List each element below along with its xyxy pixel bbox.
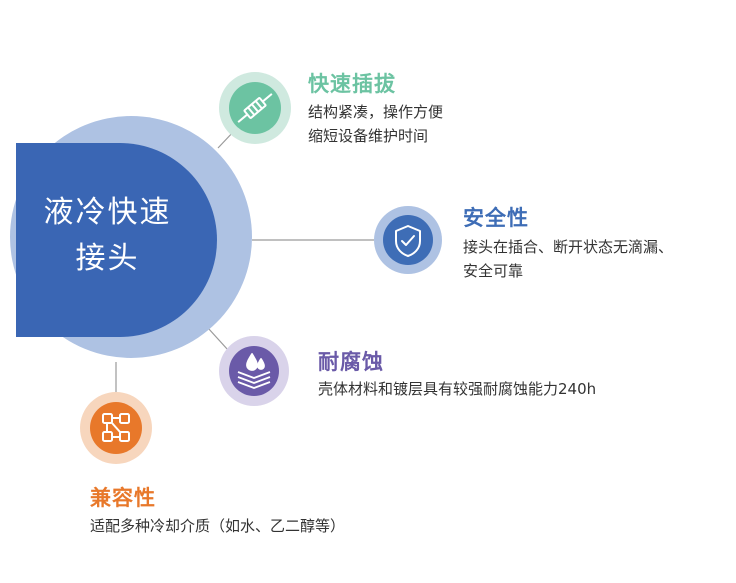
feature-icon-3 (219, 336, 289, 406)
feature-title-4: 兼容性 (90, 486, 156, 510)
center-label: 液冷快速 接头 (20, 190, 195, 282)
feature-desc-3: 壳体材料和镀层具有较强耐腐蚀能力240h (318, 377, 596, 401)
feature-desc-1: 结构紧凑，操作方便 缩短设备维护时间 (308, 100, 443, 148)
feature-title-1: 快速插拔 (308, 72, 396, 96)
feature-icon-2 (374, 206, 442, 274)
center-label-line1: 液冷快速 (43, 195, 172, 230)
feature-desc-1-line2: 缩短设备维护时间 (308, 127, 429, 145)
plug-connector-icon (237, 93, 273, 123)
feature-desc-2: 接头在插合、断开状态无滴漏、 安全可靠 (463, 235, 673, 283)
center-label-line2: 接头 (75, 241, 140, 276)
feature-title-2: 安全性 (463, 206, 529, 230)
connector-line-3 (207, 327, 229, 351)
feature-desc-4: 适配多种冷却介质（如水、乙二醇等） (90, 514, 345, 538)
shield-check-icon (395, 225, 421, 257)
feature-desc-2-line1: 接头在插合、断开状态无滴漏、 (463, 238, 674, 256)
feature-icon-4 (80, 392, 152, 464)
network-nodes-icon (102, 413, 130, 442)
feature-desc-2-line2: 安全可靠 (463, 262, 524, 280)
droplet-layers-icon (237, 353, 271, 389)
feature-desc-3-line1: 壳体材料和镀层具有较强耐腐蚀能力240h (318, 380, 597, 398)
center-shape (16, 143, 217, 337)
feature-desc-1-line1: 结构紧凑，操作方便 (308, 103, 444, 121)
feature-icon-1 (219, 72, 291, 144)
feature-title-3: 耐腐蚀 (318, 350, 384, 374)
feature-desc-4-line1: 适配多种冷却介质（如水、乙二醇等） (90, 517, 346, 535)
